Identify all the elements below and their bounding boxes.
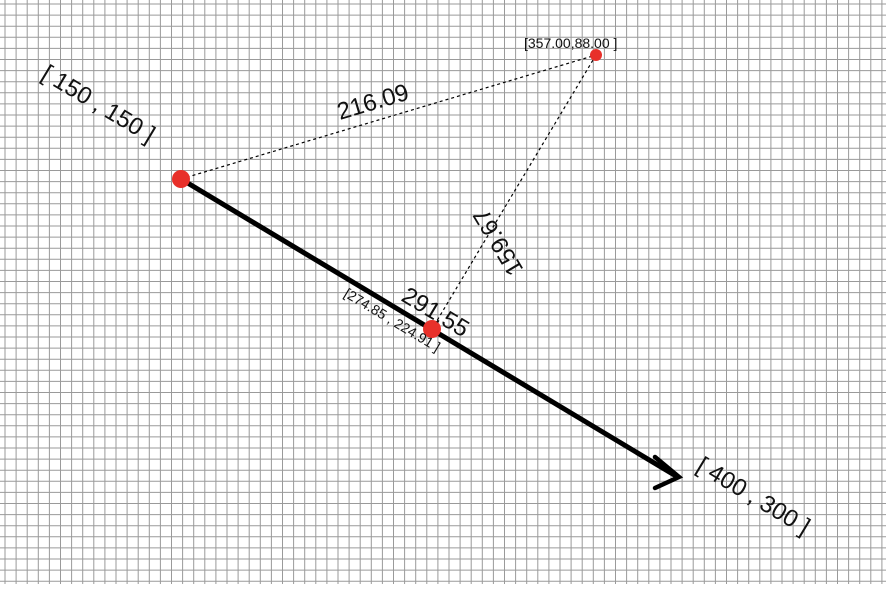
start-point-marker[interactable]: [172, 170, 190, 188]
dashed-line-start-to-top: [180, 54, 597, 180]
top-point-marker[interactable]: [590, 49, 602, 61]
top-point-label: [357.00,88.00 ]: [524, 35, 617, 51]
dashed-line-top-to-projection: [431, 54, 597, 330]
projection-point-marker[interactable]: [423, 320, 441, 338]
arrowhead-icon: [652, 454, 684, 491]
